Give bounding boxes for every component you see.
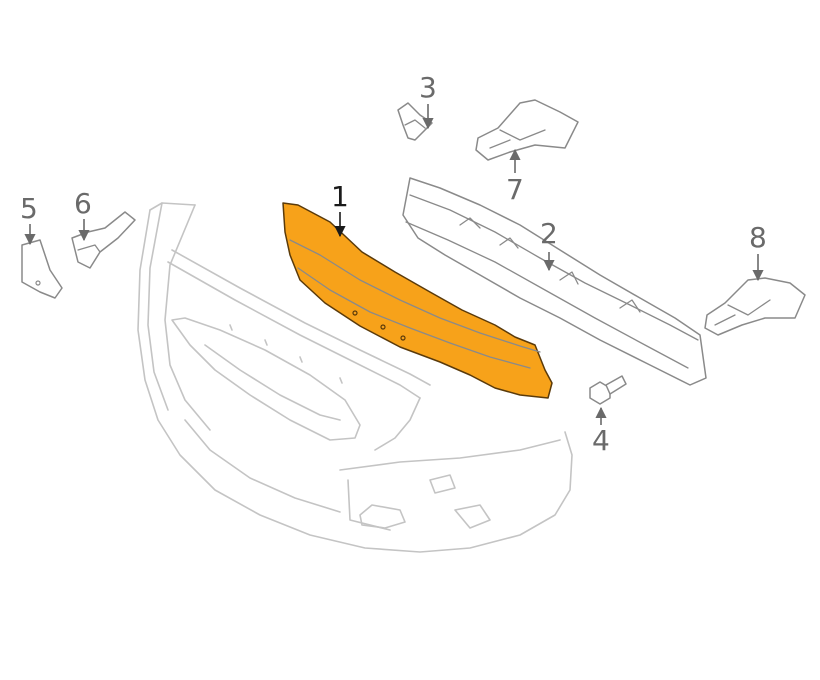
callout-label-1: 1 xyxy=(331,180,349,213)
part-2-upper-bumper-bar[interactable] xyxy=(402,177,707,386)
callout-2: 2 xyxy=(540,217,558,272)
part-7-bracket[interactable] xyxy=(475,99,579,161)
part-3-clip[interactable] xyxy=(397,102,433,141)
part-6-bracket[interactable] xyxy=(71,211,136,269)
callout-label-3: 3 xyxy=(419,71,437,104)
bumper-reinforcement-body xyxy=(282,202,553,399)
part-8-bracket[interactable] xyxy=(704,277,806,336)
callout-label-4: 4 xyxy=(592,424,610,457)
callout-4: 4 xyxy=(592,406,610,457)
reinforcement-hole xyxy=(352,310,358,316)
callout-7: 7 xyxy=(506,148,524,206)
callout-1: 1 xyxy=(331,180,349,238)
bumper-cover xyxy=(137,202,573,553)
reinforcement-hole xyxy=(380,324,386,330)
reinforcement-hole xyxy=(400,335,406,341)
reinforcement-ridge-bottom xyxy=(297,267,531,369)
callout-label-5: 5 xyxy=(20,192,38,225)
part-1-bumper-reinforcement[interactable] xyxy=(282,202,553,399)
part-4-bolt[interactable] xyxy=(589,375,627,405)
callout-label-6: 6 xyxy=(74,187,92,220)
callout-label-8: 8 xyxy=(749,221,767,254)
callout-label-7: 7 xyxy=(506,173,524,206)
callout-5: 5 xyxy=(20,192,38,246)
callout-8: 8 xyxy=(749,221,767,282)
callout-6: 6 xyxy=(74,187,92,242)
part-5-bracket[interactable] xyxy=(21,239,63,299)
callout-label-2: 2 xyxy=(540,217,558,250)
reinforcement-ridge-top xyxy=(289,239,541,353)
callout-3: 3 xyxy=(419,71,437,130)
